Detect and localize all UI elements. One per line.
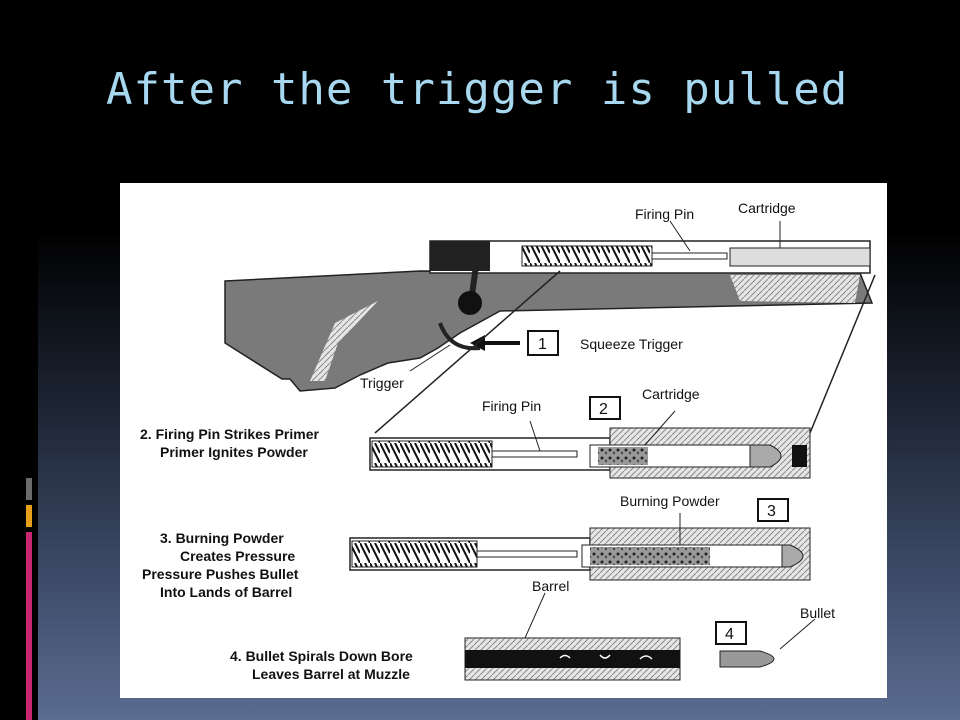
firing-pin-leader-top: [669, 220, 691, 252]
trigger-guard: [438, 322, 481, 351]
bolt-knob: [458, 291, 482, 315]
step3-number: 3: [767, 503, 776, 520]
step2-caption-line2: Primer Ignites Powder: [160, 444, 308, 460]
step3-caption-line1: 3. Burning Powder: [160, 530, 284, 546]
stock-inlay-left: [310, 301, 378, 381]
step1-number-box: [527, 330, 559, 356]
label-cartridge-2: Cartridge: [642, 386, 700, 402]
rifle-firing-diagram: Firing Pin Cartridge 1 Squeeze Trigger T…: [120, 183, 887, 698]
leader-line-left: [374, 270, 561, 434]
trigger-leader: [409, 344, 451, 372]
bolt-handle: [469, 250, 481, 296]
step4-number: 4: [725, 626, 734, 643]
step4-caption-line2: Leaves Barrel at Muzzle: [252, 666, 410, 682]
leader-line-right: [809, 274, 876, 434]
step2-number: 2: [599, 401, 608, 418]
accent-bar-magenta: [26, 532, 32, 720]
step2-detail-view: [369, 410, 811, 479]
label-firing-pin-top: Firing Pin: [635, 206, 694, 222]
slide-title: After the trigger is pulled: [106, 64, 849, 115]
accent-bar-gray: [26, 478, 32, 500]
stock-inlay-right: [730, 275, 860, 303]
step3-number-box: [757, 498, 789, 522]
top-spring: [521, 245, 653, 267]
step4-caption-line1: 4. Bullet Spirals Down Bore: [230, 648, 413, 664]
label-cartridge-top: Cartridge: [738, 200, 796, 216]
step3-caption-line3: Pressure Pushes Bullet: [142, 566, 299, 582]
step3-detail-view: [349, 513, 811, 581]
accent-bar-orange: [26, 505, 32, 527]
step4-number-box: [715, 621, 747, 645]
label-firing-pin-2: Firing Pin: [482, 398, 541, 414]
step2-caption-line1: 2. Firing Pin Strikes Primer: [140, 426, 320, 442]
label-trigger: Trigger: [360, 375, 404, 391]
step1-number: 1: [538, 336, 547, 353]
label-burning-powder: Burning Powder: [620, 493, 720, 509]
step3-caption-line2: Creates Pressure: [180, 548, 295, 564]
label-squeeze-trigger: Squeeze Trigger: [580, 336, 683, 352]
rifle-stock: [224, 270, 874, 392]
bolt-housing: [430, 241, 490, 271]
top-firing-pin: [651, 252, 728, 260]
step4-detail-view: [464, 592, 816, 681]
top-cartridge: [729, 247, 871, 267]
rifle-illustration: [224, 220, 876, 434]
step3-caption-line4: Into Lands of Barrel: [160, 584, 292, 600]
label-barrel: Barrel: [532, 578, 569, 594]
left-decor-strip: [0, 0, 38, 720]
step2-number-box: [589, 396, 621, 420]
label-bullet: Bullet: [800, 605, 835, 621]
